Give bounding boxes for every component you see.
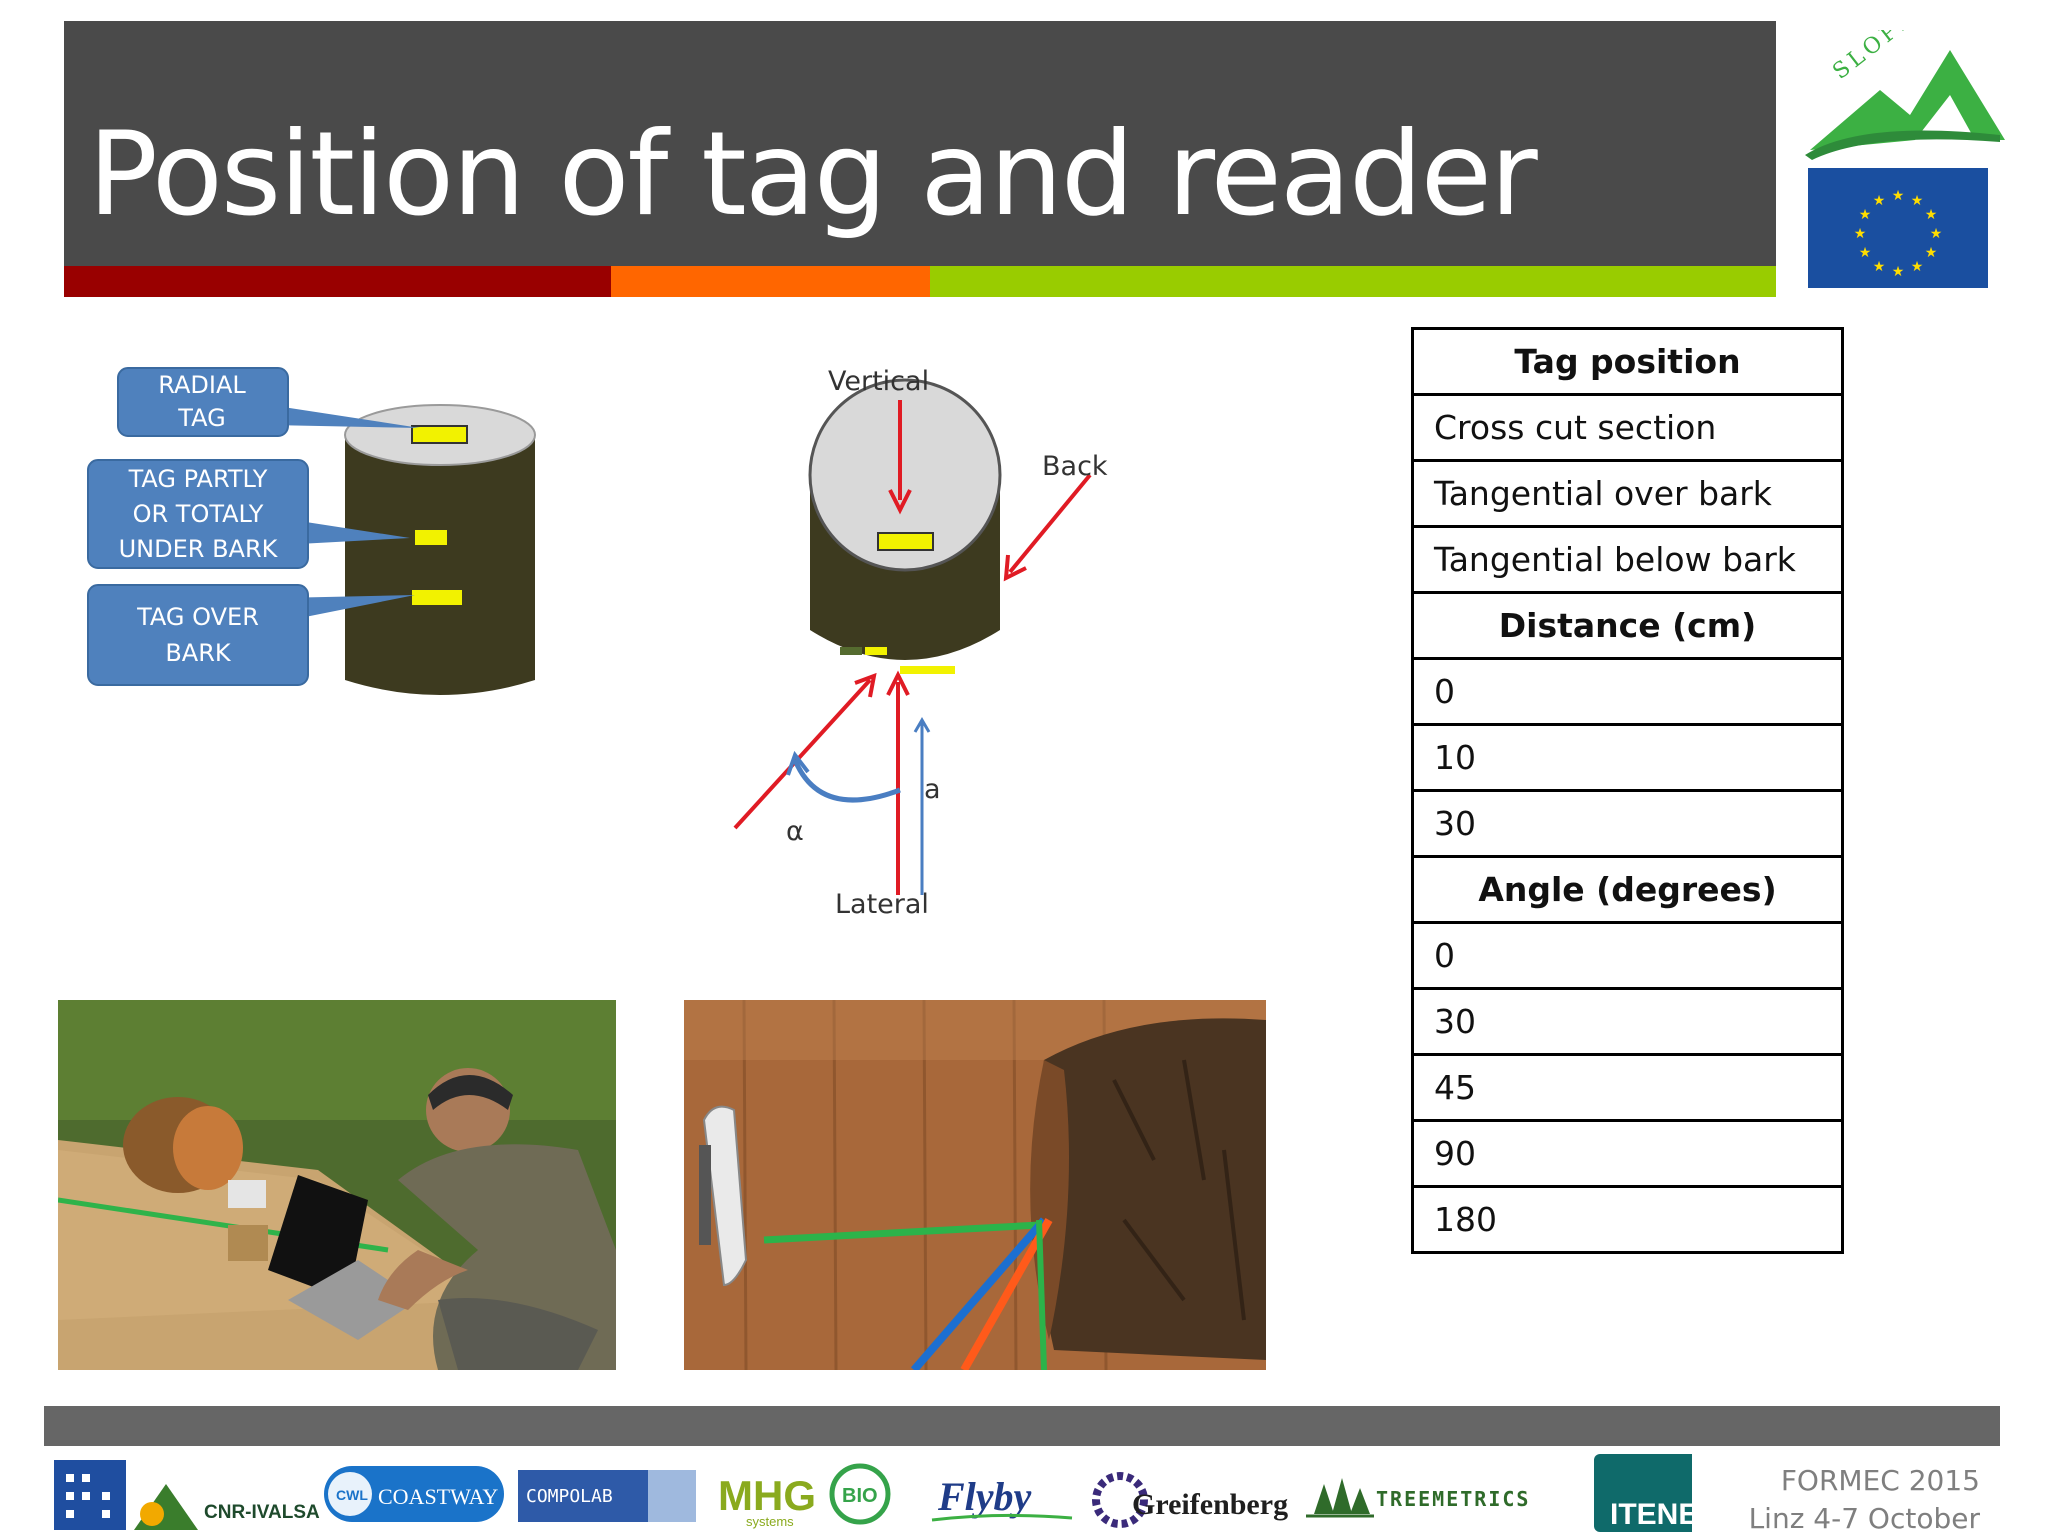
title-bar: Position of tag and reader [64, 21, 1776, 266]
svg-text:★: ★ [1911, 193, 1924, 209]
greifenberg-logo: Greifenberg [1092, 1472, 1288, 1528]
svg-text:ITENE: ITENE [1610, 1498, 1692, 1531]
radial-tag [411, 425, 468, 444]
table-header-row: Angle (degrees) [1411, 855, 1844, 924]
log-cross-section [808, 378, 1002, 572]
table-row: 0 [1411, 921, 1844, 990]
accent-stripe-red [64, 266, 611, 297]
table-row: Tangential below bark [1411, 525, 1844, 594]
svg-text:★: ★ [1892, 188, 1905, 204]
svg-text:★: ★ [1859, 245, 1872, 261]
table-row: Tangential over bark [1411, 459, 1844, 528]
flyby-logo: Flyby [931, 1474, 1073, 1522]
accent-stripe-orange [611, 266, 930, 297]
callout-radial-tag [117, 367, 289, 437]
svg-text:Back: Back [1042, 451, 1108, 482]
accent-stripe-green [930, 266, 1776, 297]
table-cell: Tangential over bark [1411, 459, 1844, 528]
table-cell: 0 [1411, 657, 1844, 726]
table-header-row: Tag position [1411, 327, 1844, 396]
table-cell: 30 [1411, 987, 1844, 1056]
log-body [345, 435, 535, 695]
over-bark-tag [412, 590, 462, 605]
compolab-logo: COMPOLAB [518, 1470, 696, 1522]
svg-text:Greifenberg: Greifenberg [1132, 1488, 1288, 1521]
svg-text:★: ★ [1859, 207, 1872, 223]
svg-text:TREEMETRICS: TREEMETRICS [1376, 1487, 1530, 1511]
svg-text:α: α [786, 816, 804, 847]
svg-text:BARK: BARK [165, 639, 232, 667]
table-cell: 0 [1411, 921, 1844, 990]
tag-position-diagram: RADIAL TAG TAG PARTLY OR TOTALY UNDER BA… [87, 367, 536, 695]
table-cell: Cross cut section [1411, 393, 1844, 462]
table-row: 30 [1411, 987, 1844, 1056]
event-name: FORMEC 2015 [1780, 1464, 1980, 1497]
treemetrics-logo: TREEMETRICS [1306, 1478, 1530, 1518]
table-cell: 180 [1411, 1185, 1844, 1254]
table-cell: 30 [1411, 789, 1844, 858]
table-row: 90 [1411, 1119, 1844, 1188]
table-cell: Tangential below bark [1411, 525, 1844, 594]
field-test-photo [58, 1000, 616, 1370]
event-info: FORMEC 2015 Linz 4-7 October [1749, 1462, 1980, 1538]
svg-text:systems: systems [746, 1514, 794, 1529]
svg-text:Flyby: Flyby [937, 1474, 1032, 1519]
partner-logos: CNR-IVALSA CWL COASTWAY COMPOLAB MHG sys… [52, 1454, 1704, 1532]
callout-over-bark [87, 584, 309, 686]
table-cell: 90 [1411, 1119, 1844, 1188]
svg-text:★: ★ [1873, 259, 1886, 275]
itene-logo: ITENE [1594, 1454, 1704, 1532]
svg-text:CWL: CWL [336, 1487, 368, 1503]
svg-text:★: ★ [1911, 259, 1924, 275]
reader-log-photo [684, 1000, 1266, 1370]
table-row: 10 [1411, 723, 1844, 792]
svg-text:MHG: MHG [718, 1472, 816, 1519]
svg-text:★: ★ [1930, 226, 1943, 242]
svg-text:UNDER BARK: UNDER BARK [119, 535, 279, 563]
svg-text:a: a [924, 774, 941, 805]
table-cell: 10 [1411, 723, 1844, 792]
table-row: 180 [1411, 1185, 1844, 1254]
slope-logo: SLOPE [1805, 30, 2005, 160]
cnr-ivalsa-logo: CNR-IVALSA [54, 1460, 320, 1530]
svg-text:★: ★ [1925, 207, 1938, 223]
under-bark-tag [415, 530, 447, 545]
table-row: 45 [1411, 1053, 1844, 1122]
table-header-row: Distance (cm) [1411, 591, 1844, 660]
coastway-logo: CWL COASTWAY [324, 1466, 504, 1522]
svg-text:★: ★ [1892, 264, 1905, 280]
svg-text:TAG OVER: TAG OVER [136, 603, 259, 631]
callout-under-bark [87, 459, 309, 569]
svg-text:OR TOTALY: OR TOTALY [133, 500, 264, 528]
table-header-cell: Angle (degrees) [1411, 855, 1844, 924]
reader-angle-diagram: Vertical Back Lateral α a [733, 366, 1108, 920]
svg-text:RADIAL: RADIAL [158, 371, 246, 399]
event-location: Linz 4-7 October [1748, 1502, 1980, 1535]
eu-flag-icon: ★★★ ★★★ ★★★ ★★★ [1808, 168, 1988, 288]
slide-title: Position of tag and reader [88, 107, 1538, 242]
svg-text:COASTWAY: COASTWAY [378, 1484, 498, 1509]
svg-text:★: ★ [1873, 193, 1886, 209]
table-header-cell: Distance (cm) [1411, 591, 1844, 660]
svg-text:BIO: BIO [842, 1485, 878, 1507]
svg-text:TAG PARTLY: TAG PARTLY [128, 465, 268, 493]
table-row: Cross cut section [1411, 393, 1844, 462]
table-row: 30 [1411, 789, 1844, 858]
cross-section-tag [877, 532, 934, 551]
svg-text:TAG: TAG [177, 404, 225, 432]
svg-text:Lateral: Lateral [835, 889, 929, 920]
svg-text:★: ★ [1854, 226, 1867, 242]
svg-text:CNR-IVALSA: CNR-IVALSA [204, 1502, 320, 1523]
table-row: 0 [1411, 657, 1844, 726]
svg-text:SLOPE: SLOPE [1828, 30, 1921, 85]
mhg-logo: MHG systems BIO [718, 1463, 891, 1529]
table-header-cell: Tag position [1411, 327, 1844, 396]
svg-text:COMPOLAB: COMPOLAB [526, 1486, 613, 1507]
svg-text:Vertical: Vertical [828, 366, 929, 397]
table-cell: 45 [1411, 1053, 1844, 1122]
svg-text:★: ★ [1925, 245, 1938, 261]
footer-bar [44, 1406, 2000, 1446]
